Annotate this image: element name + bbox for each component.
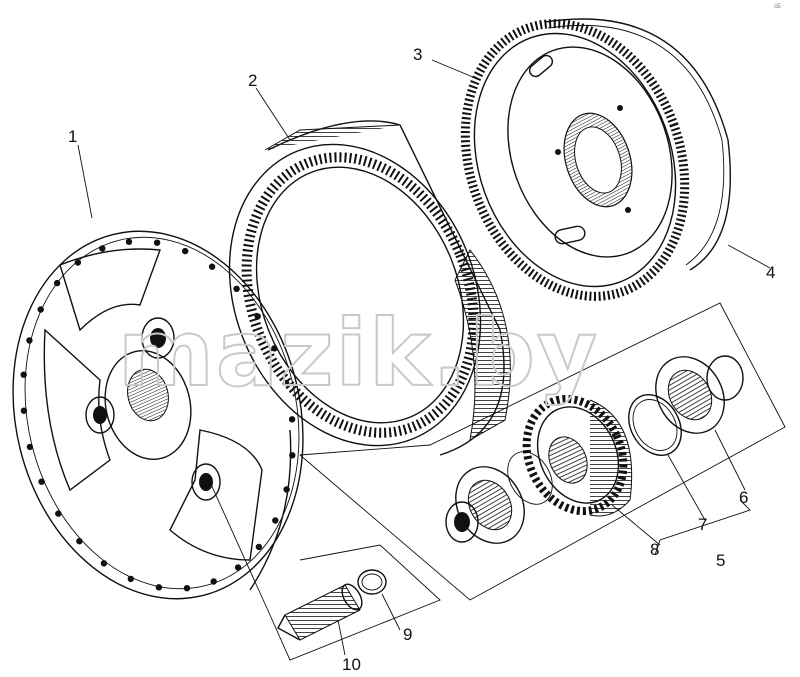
callout-8: 8 bbox=[650, 540, 659, 559]
part-10-pin bbox=[277, 583, 363, 641]
bolt-hole bbox=[100, 560, 108, 567]
callout-6: 6 bbox=[739, 488, 748, 507]
bolt-hole bbox=[125, 238, 133, 245]
part-7-spacer-ring bbox=[628, 394, 682, 456]
callout-7: 7 bbox=[698, 515, 707, 534]
bolt-holes bbox=[20, 238, 296, 592]
callout-9: 9 bbox=[403, 625, 412, 644]
callout-4: 4 bbox=[766, 263, 775, 282]
callout-2: 2 bbox=[248, 71, 257, 90]
bolt-hole bbox=[74, 259, 82, 266]
bolt-hole bbox=[99, 245, 106, 252]
callout-1: 1 bbox=[68, 127, 77, 146]
bolt-hole bbox=[26, 443, 34, 451]
bolt-hole bbox=[234, 564, 242, 571]
corner-mark: сБ bbox=[774, 4, 781, 10]
part-1-carrier-plate bbox=[12, 230, 304, 600]
part-5-bearing-left bbox=[445, 451, 553, 544]
bolt-hole bbox=[233, 285, 240, 292]
pin-set-frame bbox=[209, 481, 441, 661]
callout-3: 3 bbox=[413, 45, 422, 64]
bolt-hole bbox=[272, 517, 279, 524]
callout-10: 10 bbox=[342, 655, 361, 674]
bolt-hole bbox=[127, 575, 134, 583]
bolt-hole bbox=[20, 371, 27, 378]
bolt-hole bbox=[210, 578, 217, 585]
bolt-hole bbox=[183, 585, 191, 592]
part-4-snap-ring bbox=[544, 18, 731, 271]
bolt-hole bbox=[182, 247, 189, 255]
part-9-o-ring bbox=[357, 569, 387, 595]
bolt-hole bbox=[38, 478, 45, 485]
planet-gear-set-frame bbox=[299, 302, 786, 601]
bolt-hole bbox=[26, 337, 33, 344]
bolt-hole bbox=[37, 306, 44, 313]
bolt-hole bbox=[255, 543, 263, 551]
bolt-hole bbox=[55, 510, 62, 517]
bolt-hole bbox=[288, 416, 296, 423]
part-6-bearing bbox=[655, 355, 744, 434]
part-3-gear-disc bbox=[460, 19, 690, 301]
callout-5: 5 bbox=[716, 551, 725, 570]
bolt-hole bbox=[289, 452, 296, 459]
bolt-hole bbox=[53, 279, 61, 287]
part-2-ring-gear bbox=[228, 120, 511, 456]
leader-lines bbox=[77, 59, 771, 656]
bolt-hole bbox=[20, 407, 28, 414]
bolt-hole bbox=[283, 486, 290, 493]
callout-labels: 1 2 3 4 5 6 7 8 9 10 bbox=[68, 45, 775, 674]
bolt-hole bbox=[208, 263, 216, 270]
bolt-hole bbox=[76, 538, 83, 545]
part-8-planet-gear bbox=[522, 394, 633, 517]
watermark-text: mazik.by bbox=[118, 300, 599, 407]
bolt-hole bbox=[153, 239, 161, 246]
bolt-hole bbox=[155, 584, 163, 591]
